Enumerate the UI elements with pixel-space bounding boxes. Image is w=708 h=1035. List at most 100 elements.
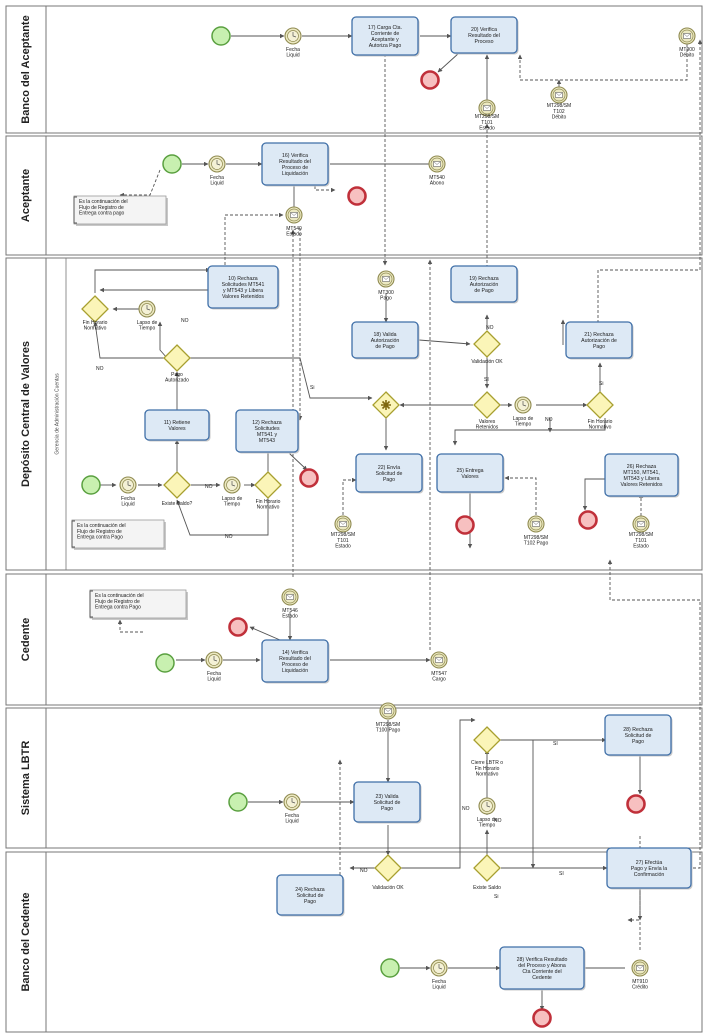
start-event-cedente[interactable] [155, 653, 175, 673]
gateway-label-line: Validación OK [471, 359, 503, 365]
lane-label: Sistema LBTR [20, 741, 32, 816]
end-event-lbtr[interactable] [626, 794, 646, 814]
end-event-cedente[interactable] [228, 617, 248, 637]
task-label-line: Solicitud de [376, 471, 403, 477]
start-event-banco-aceptante[interactable] [211, 26, 231, 46]
end-event-dcv-1[interactable] [299, 468, 319, 488]
start-event-dcv[interactable] [81, 475, 101, 495]
gateway-existe_saldo[interactable]: Existe Saldo? [162, 471, 193, 507]
task-label-line: 17) Carga Cta. [368, 25, 402, 31]
start-event-lbtr[interactable] [228, 792, 248, 812]
event-label-line: Estado [286, 232, 302, 238]
gateway-diamond [473, 391, 501, 419]
envelope-flap-icon [532, 521, 540, 525]
event-label-line: Tiempo [224, 502, 241, 508]
event-label-line: MT900 [679, 47, 695, 53]
task-label-line: Pago [381, 806, 393, 812]
envelope-flap-icon [384, 708, 392, 712]
task-label-line: Valores [461, 474, 479, 480]
envelope-flap-icon [433, 161, 441, 165]
gateway-validacion_ok2[interactable]: Validación OK [372, 854, 404, 891]
end-event-dcv-2[interactable] [455, 515, 475, 535]
envelope-flap-icon [286, 594, 294, 598]
task-label-line: MT543 [259, 438, 275, 444]
end-event-banco-cedente[interactable] [532, 1008, 552, 1028]
task-label-line: Solicitudes MT541 [222, 282, 265, 288]
event-label-line: MT540 [429, 175, 445, 181]
gateway-validacion_ok[interactable]: Validación OK [471, 330, 503, 365]
sequence-flow [157, 321, 168, 359]
gateway-parallel[interactable] [372, 391, 400, 419]
task-box [351, 16, 419, 56]
envelope-icon [339, 521, 347, 527]
gateway-existe_saldo2[interactable]: Existe Saldo [473, 854, 501, 891]
end-event-banco-aceptante[interactable] [420, 70, 440, 90]
event-label-line: Estado [633, 543, 649, 549]
task-box [604, 453, 679, 497]
task-box [355, 453, 423, 493]
annotation-line: Es la continuación del [79, 199, 128, 205]
clock-hands-icon [231, 481, 236, 487]
event-label-line: Liquid [207, 677, 221, 683]
end-event-dcv-3[interactable] [578, 510, 598, 530]
task-label-line: Resultado del [279, 656, 311, 662]
task-label-line: 12) Rechaza [252, 420, 282, 426]
gateway-label-line: Existe Saldo? [162, 501, 193, 507]
start-event-banco-cedente[interactable] [380, 958, 400, 978]
sequence-flow [342, 477, 357, 520]
end-event-aceptante[interactable] [347, 186, 367, 206]
event-label-line: Liquid [121, 502, 135, 508]
gateway-label-line: Autorizado [165, 378, 189, 384]
gateway-label-line: Existe Saldo [473, 885, 501, 891]
envelope-icon [555, 92, 563, 98]
start-event-aceptante[interactable] [162, 154, 182, 174]
